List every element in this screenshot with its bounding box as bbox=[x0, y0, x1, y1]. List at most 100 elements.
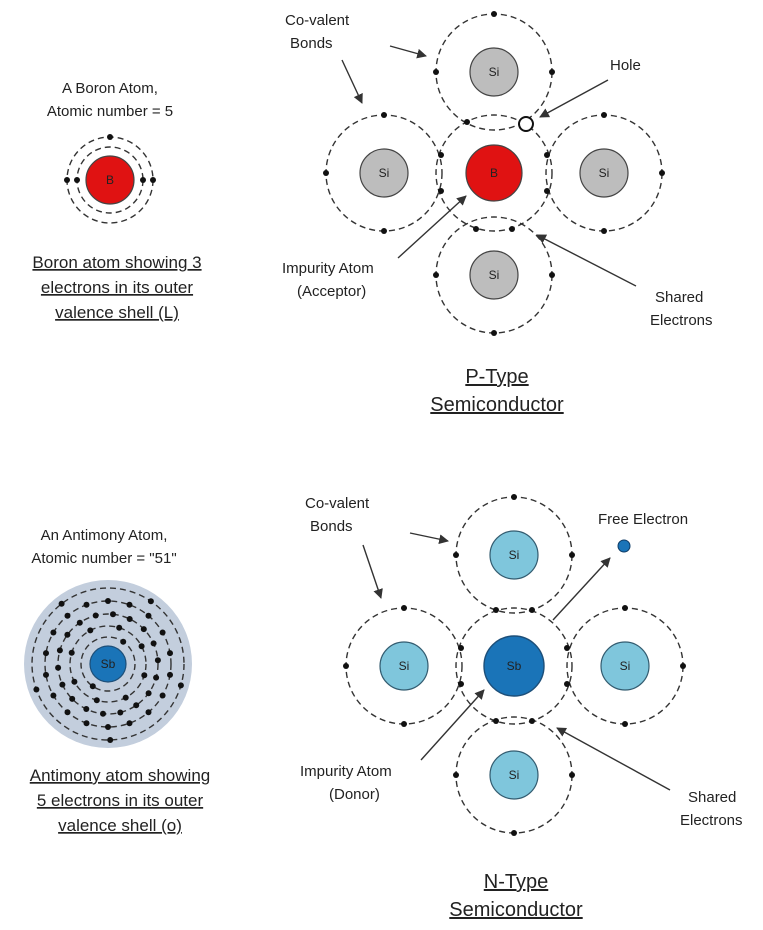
n-impurity-label-line2: (Donor) bbox=[329, 786, 380, 803]
boron-electron bbox=[107, 134, 113, 140]
boron-caption-line1: Boron atom showing 3 bbox=[32, 253, 201, 272]
antimony-shell-5 bbox=[31, 587, 185, 741]
si-right-nucleus bbox=[579, 148, 629, 198]
antimony-shell-4 bbox=[44, 600, 172, 728]
hole-label: Hole bbox=[610, 57, 641, 74]
antimony-electron bbox=[150, 640, 157, 647]
si-bottom-nucleus bbox=[469, 250, 519, 300]
si-bottom-symbol: Si bbox=[509, 768, 520, 782]
antimony-caption-line3: valence shell (o) bbox=[58, 816, 182, 835]
boron-electron bbox=[64, 177, 70, 183]
antimony-electron bbox=[58, 600, 65, 607]
p-impurity-label-line2: (Acceptor) bbox=[297, 283, 366, 300]
n-shared-label-line2: Electrons bbox=[680, 812, 743, 829]
arrow bbox=[409, 532, 449, 544]
p-type-title-line2: Semiconductor bbox=[430, 394, 564, 416]
boron-atom: A Boron Atom, Atomic number = 5 B Boron … bbox=[32, 80, 201, 322]
n-covalent-label-line1: Co-valent bbox=[305, 495, 370, 512]
electron bbox=[622, 721, 628, 727]
electron bbox=[438, 188, 444, 194]
antimony-electron bbox=[167, 650, 173, 657]
electron bbox=[493, 718, 499, 724]
electron bbox=[458, 681, 464, 687]
boron-electron bbox=[74, 177, 80, 183]
antimony-electron bbox=[141, 672, 148, 679]
antimony-electron bbox=[64, 612, 71, 619]
electron bbox=[569, 772, 575, 778]
si-left-symbol: Si bbox=[379, 166, 390, 180]
antimony-electron bbox=[145, 690, 152, 697]
boron-impurity-symbol: B bbox=[490, 166, 498, 180]
boron-caption-line2: electrons in its outer bbox=[41, 278, 193, 297]
antimony-electron bbox=[122, 694, 129, 701]
electron bbox=[549, 69, 555, 75]
electron bbox=[464, 119, 470, 125]
antimony-electron bbox=[50, 692, 57, 699]
antimony-electron bbox=[50, 629, 57, 636]
antimony-electron bbox=[153, 674, 160, 681]
electron bbox=[438, 152, 444, 158]
arrow bbox=[536, 234, 637, 287]
n-electrons bbox=[343, 494, 686, 836]
antimony-electron bbox=[87, 627, 94, 634]
antimony-electron bbox=[126, 616, 133, 622]
p-covalent-label-line2: Bonds bbox=[290, 35, 333, 52]
antimony-caption-line2: 5 electrons in its outer bbox=[37, 791, 204, 810]
electron bbox=[453, 552, 459, 558]
antimony-atom-label-line2: Atomic number = "51" bbox=[31, 550, 176, 567]
antimony-electrons bbox=[33, 598, 184, 743]
n-arrows bbox=[362, 532, 671, 791]
antimony-electron bbox=[93, 697, 100, 704]
p-type-lattice: Si Si B Si Si Co-val bbox=[282, 11, 713, 416]
antimony-electron bbox=[33, 686, 40, 693]
electron bbox=[529, 718, 535, 724]
antimony-shell-3 bbox=[57, 613, 159, 715]
antimony-electron bbox=[145, 612, 152, 619]
electron bbox=[381, 228, 387, 234]
antimony-electron bbox=[159, 692, 166, 699]
electron bbox=[323, 170, 329, 176]
antimony-impurity-symbol: Sb bbox=[507, 659, 522, 673]
arrow bbox=[539, 79, 609, 118]
n-type-lattice: Si Si Sb Si Si Co-valen bbox=[300, 494, 743, 921]
antimony-electron bbox=[159, 629, 166, 636]
electron bbox=[491, 330, 497, 336]
electron bbox=[491, 11, 497, 17]
boron-center-shell bbox=[435, 114, 553, 232]
arrow bbox=[362, 544, 383, 599]
electron bbox=[680, 663, 686, 669]
p-arrows bbox=[341, 45, 637, 287]
antimony-electron bbox=[69, 695, 76, 702]
si-right-symbol: Si bbox=[620, 659, 631, 673]
electron bbox=[601, 112, 607, 118]
boron-nucleus bbox=[85, 155, 135, 205]
n-type-title-line1: N-Type bbox=[484, 871, 548, 893]
si-top-symbol: Si bbox=[509, 548, 520, 562]
antimony-electron bbox=[76, 619, 83, 626]
p-type-title-line1: P-Type bbox=[465, 366, 528, 388]
antimony-electron bbox=[120, 638, 127, 645]
antimony-electron bbox=[71, 678, 78, 685]
antimony-electron bbox=[126, 601, 133, 608]
antimony-atom: An Antimony Atom, Atomic number = "51" S… bbox=[24, 527, 210, 835]
p-covalent-label-line1: Co-valent bbox=[285, 12, 350, 29]
electron bbox=[433, 272, 439, 278]
electron bbox=[544, 188, 550, 194]
si-left-nucleus bbox=[379, 641, 429, 691]
electron bbox=[564, 645, 570, 651]
electron bbox=[458, 645, 464, 651]
electron bbox=[453, 772, 459, 778]
electron bbox=[509, 226, 515, 232]
electron bbox=[544, 152, 550, 158]
n-type-title-line2: Semiconductor bbox=[449, 899, 583, 921]
free-electron bbox=[617, 539, 631, 553]
antimony-electron bbox=[64, 631, 71, 638]
si-top-nucleus bbox=[469, 47, 519, 97]
antimony-electron bbox=[89, 683, 96, 690]
boron-symbol: B bbox=[106, 173, 114, 187]
antimony-electron bbox=[83, 601, 90, 608]
antimony-electron bbox=[147, 598, 154, 605]
boron-electron bbox=[140, 177, 146, 183]
antimony-electron bbox=[68, 649, 75, 656]
